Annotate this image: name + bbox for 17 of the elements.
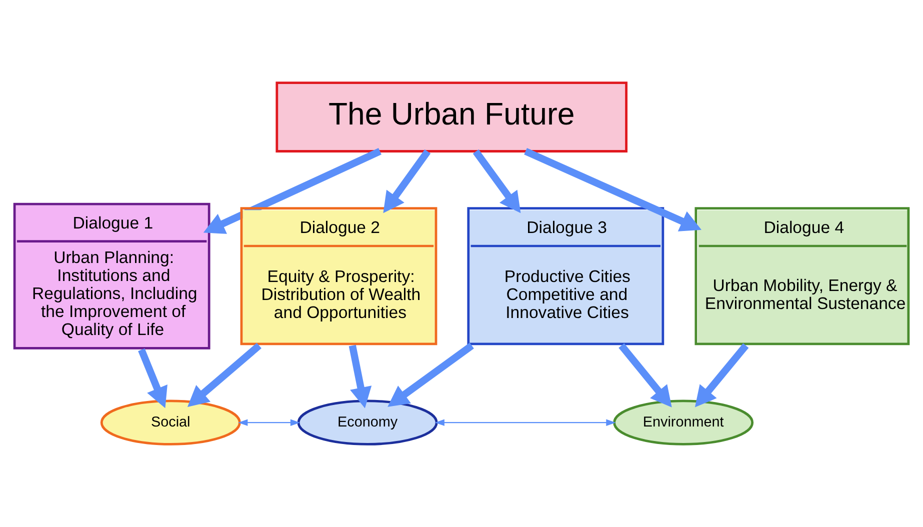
arrow: [472, 149, 521, 214]
node-ellipse: Environment: [613, 400, 754, 446]
node-ellipse: Social: [100, 400, 241, 446]
arrow: [238, 419, 300, 426]
node-box: Dialogue 1 Urban Planning: Institutions and Regulations, Including the Improvement of Quality of Life: [13, 202, 210, 350]
arrow: [434, 419, 616, 426]
arrow: [187, 342, 262, 407]
arrow: [618, 343, 672, 408]
arrow: [383, 149, 431, 214]
node-box: The Urban Future: [276, 82, 628, 152]
arrow: [203, 148, 382, 234]
arrow: [694, 343, 749, 408]
node-ellipse: Economy: [297, 400, 438, 446]
arrow: [348, 344, 372, 408]
arrow: [138, 348, 168, 408]
arrow: [524, 148, 702, 232]
arrow: [388, 342, 474, 407]
